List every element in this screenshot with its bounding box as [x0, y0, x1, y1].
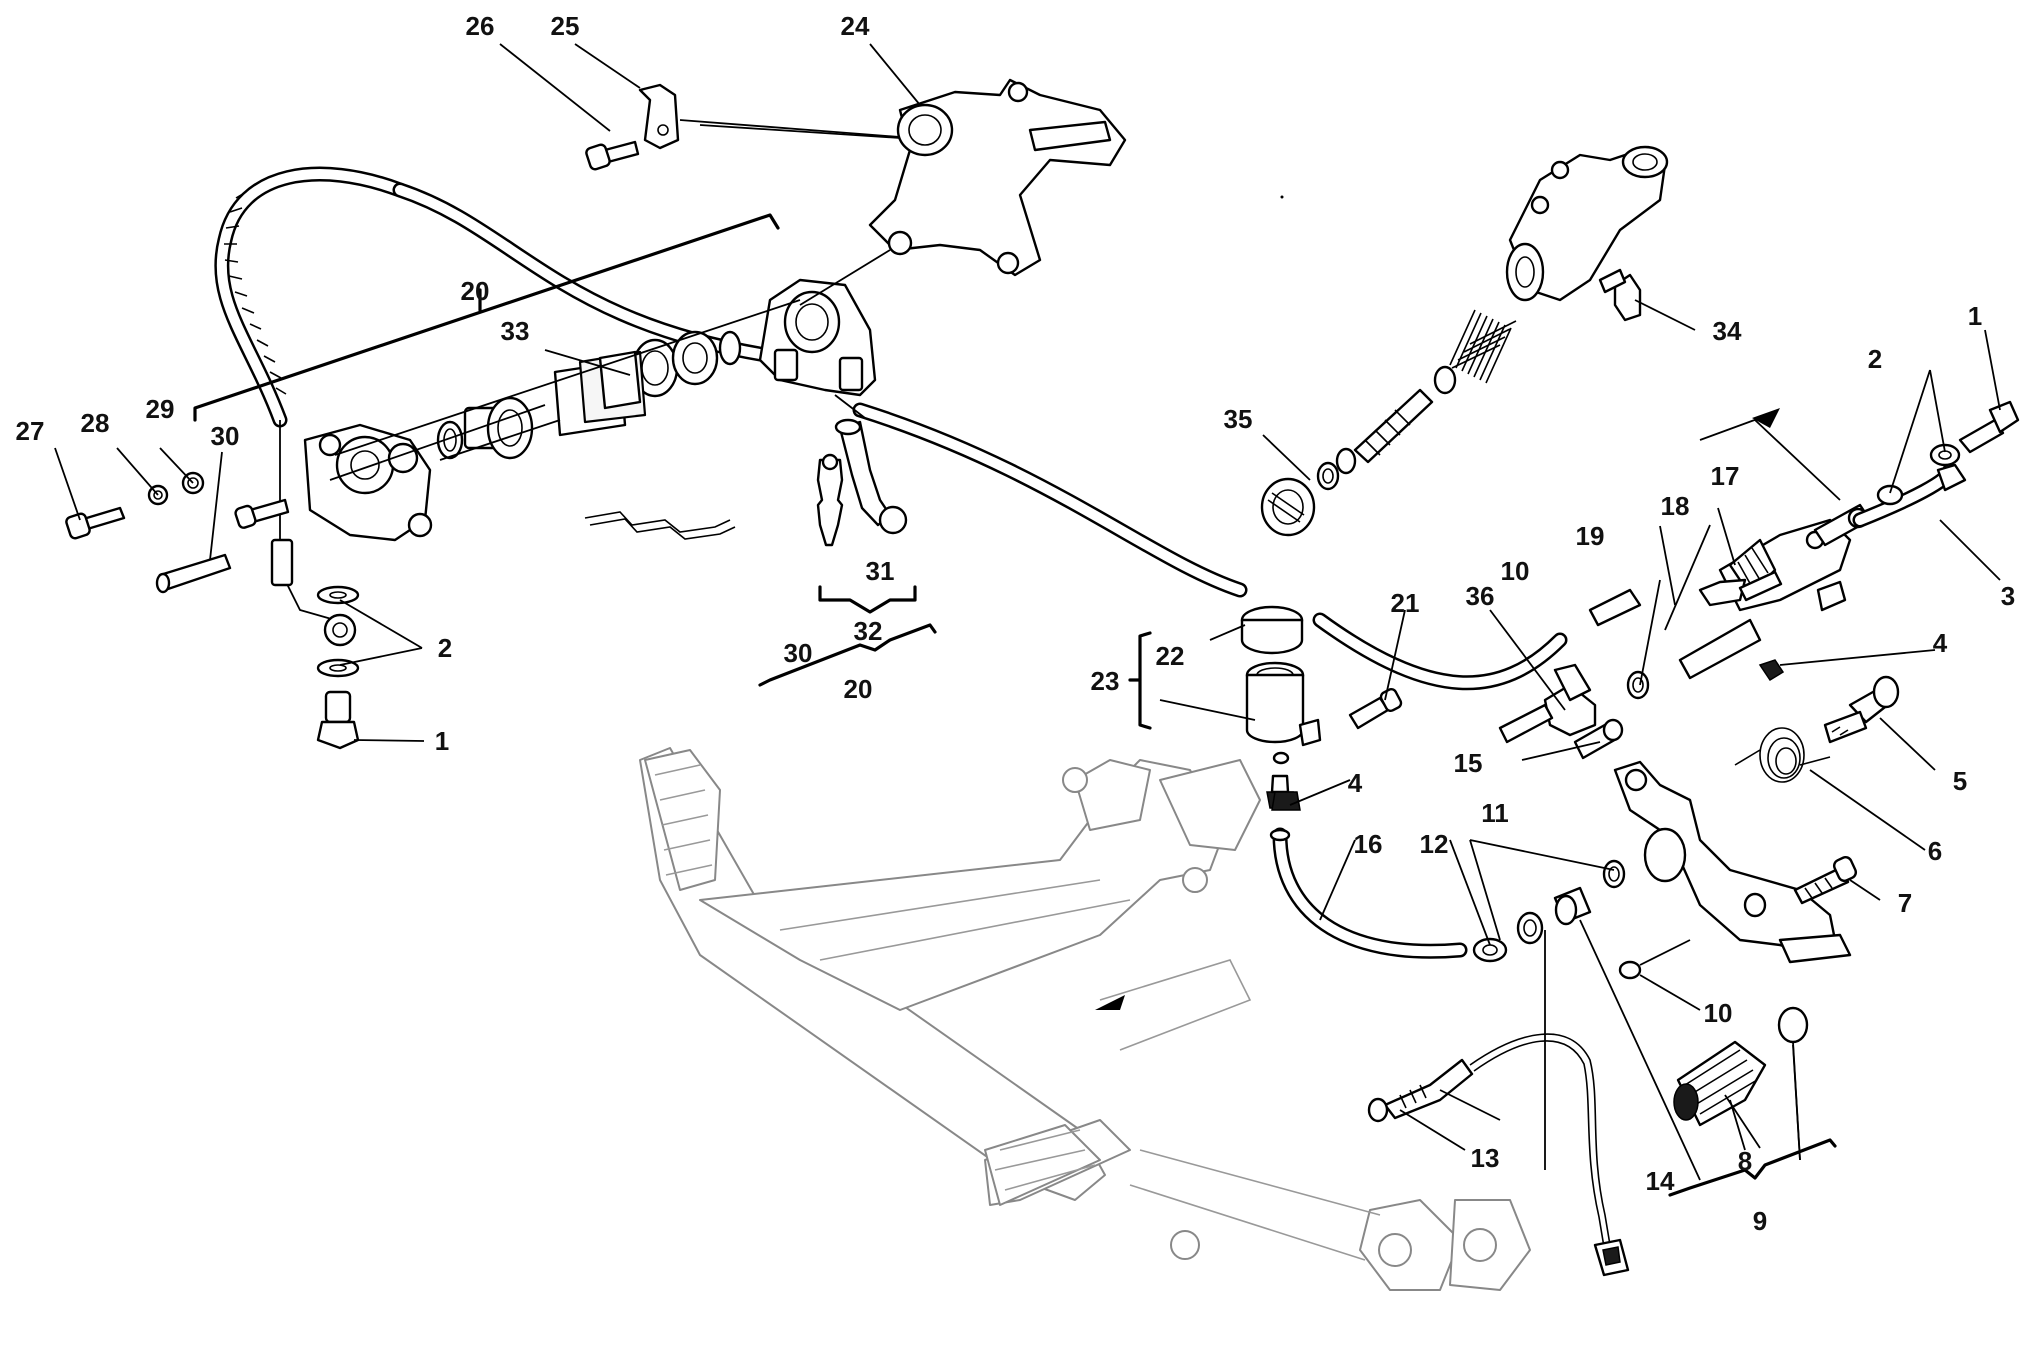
callout-5: 5 [1953, 766, 1967, 796]
master-cylinder-spring [1433, 309, 1517, 395]
callout-19: 19 [1576, 521, 1605, 551]
fluid-line [852, 402, 1568, 691]
callout-labels: 26 25 24 20 33 27 28 29 30 2 1 31 32 30 … [16, 11, 2016, 1236]
callout-4-top: 4 [1933, 628, 1948, 658]
callout-29: 29 [146, 394, 175, 424]
callout-20-bottom: 20 [844, 674, 873, 704]
callout-6: 6 [1928, 836, 1942, 866]
master-cylinder-piston [1260, 388, 1434, 537]
hose-clip [585, 83, 680, 171]
pivot-pin [1823, 675, 1900, 744]
reservoir-bolt-21 [1348, 687, 1403, 730]
callout-23: 23 [1091, 666, 1120, 696]
brake-light-switch [1367, 1033, 1630, 1277]
callout-8: 8 [1738, 1146, 1752, 1176]
callout-18: 18 [1661, 491, 1690, 521]
direction-arrow [1699, 408, 1841, 501]
callout-10-top: 10 [1501, 556, 1530, 586]
footpeg-hanger-frame [639, 747, 1531, 1291]
bleed-valve [816, 418, 908, 547]
callout-31: 31 [866, 556, 895, 586]
callout-25: 25 [551, 11, 580, 41]
clevis-pushrod [1498, 570, 1783, 760]
callout-28: 28 [81, 408, 110, 438]
callout-30-right: 30 [784, 638, 813, 668]
callout-35: 35 [1224, 404, 1253, 434]
brake-pads [553, 350, 647, 437]
callout-34: 34 [1713, 316, 1742, 346]
callout-32: 32 [854, 616, 883, 646]
callout-3: 3 [2001, 581, 2015, 611]
master-cylinder [1505, 145, 1669, 322]
brake-caliper [303, 423, 433, 542]
callout-16: 16 [1354, 829, 1383, 859]
callout-20-top: 20 [461, 276, 490, 306]
callout-15: 15 [1454, 748, 1483, 778]
callout-4-mid: 4 [1348, 768, 1363, 798]
callout-2-right: 2 [1868, 344, 1882, 374]
callout-10-bottom: 10 [1704, 998, 1733, 1028]
bushing-and-rings [1472, 859, 1691, 980]
pedal-rubber [1673, 1040, 1767, 1127]
hose-to-master [1852, 462, 1967, 528]
callout-27: 27 [16, 416, 45, 446]
reservoir-hose [1269, 827, 1468, 959]
callout-17: 17 [1711, 461, 1740, 491]
group-braces [193, 213, 1837, 1197]
stray-dot [1280, 195, 1284, 199]
pedal-spring [1734, 727, 1831, 783]
callout-11: 11 [1481, 798, 1509, 828]
callout-22: 22 [1156, 641, 1185, 671]
callout-21: 21 [1391, 588, 1420, 618]
callout-26: 26 [466, 11, 495, 41]
callout-30-left: 30 [211, 421, 240, 451]
caliper-half-right [758, 278, 877, 397]
callout-33: 33 [501, 316, 530, 346]
assembly-guide-lines [329, 124, 901, 481]
caliper-bolts [65, 471, 360, 750]
pedal-bolt-7 [1793, 856, 1858, 905]
callout-9: 9 [1753, 1206, 1767, 1236]
pad-spring-clip [584, 511, 736, 540]
hose-clamp [1271, 659, 1785, 811]
callout-14: 14 [1646, 1166, 1675, 1196]
leader-lines [54, 43, 2001, 1181]
callout-1-left: 1 [435, 726, 449, 756]
caliper-bracket [868, 78, 1127, 277]
callout-24: 24 [841, 11, 870, 41]
callout-7: 7 [1898, 888, 1912, 918]
callout-1-right: 1 [1968, 301, 1982, 331]
callout-12: 12 [1420, 829, 1449, 859]
fluid-reservoir [1240, 605, 1322, 809]
callout-13: 13 [1471, 1143, 1500, 1173]
callout-2-left: 2 [438, 633, 452, 663]
callout-36: 36 [1466, 581, 1495, 611]
brake-pedal [1613, 760, 1852, 1044]
